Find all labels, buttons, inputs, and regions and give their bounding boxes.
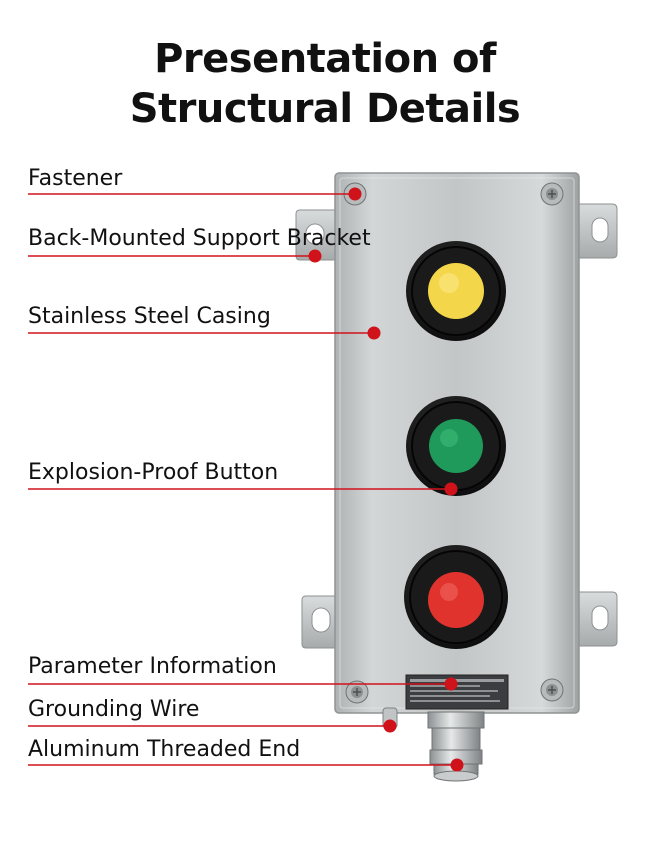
parameter-plate: [405, 674, 509, 710]
label-parameter-information: Parameter Information: [28, 654, 277, 679]
red-button: [404, 545, 508, 649]
leader-threaded-end: [28, 758, 464, 772]
label-explosion-proof-button: Explosion-Proof Button: [28, 460, 279, 485]
label-grounding-wire: Grounding Wire: [28, 697, 200, 722]
green-button: [406, 396, 506, 496]
leader-button: [28, 482, 458, 496]
support-bracket-top-left: [295, 209, 341, 261]
label-support-bracket: Back-Mounted Support Bracket: [28, 226, 371, 251]
support-bracket-top-right: [574, 203, 618, 259]
label-fastener: Fastener: [28, 166, 123, 191]
label-aluminum-threaded-end: Aluminum Threaded End: [28, 737, 301, 762]
title-line-2: Structural Details: [129, 86, 521, 132]
support-bracket-bottom-left: [301, 595, 341, 649]
label-stainless-casing: Stainless Steel Casing: [28, 304, 271, 329]
screw-icon: [540, 678, 564, 702]
leader-grounding: [28, 719, 397, 733]
leader-fastener: [28, 187, 362, 201]
title-line-1: Presentation of: [154, 36, 496, 82]
screw-icon: [540, 182, 564, 206]
leader-bracket: [28, 249, 322, 263]
screw-icon: [345, 680, 369, 704]
support-bracket-bottom-right: [574, 591, 618, 647]
leader-parameter: [28, 677, 458, 691]
yellow-button: [406, 241, 506, 341]
page-title: Presentation of Structural Details: [0, 34, 650, 134]
leader-casing: [28, 326, 381, 340]
